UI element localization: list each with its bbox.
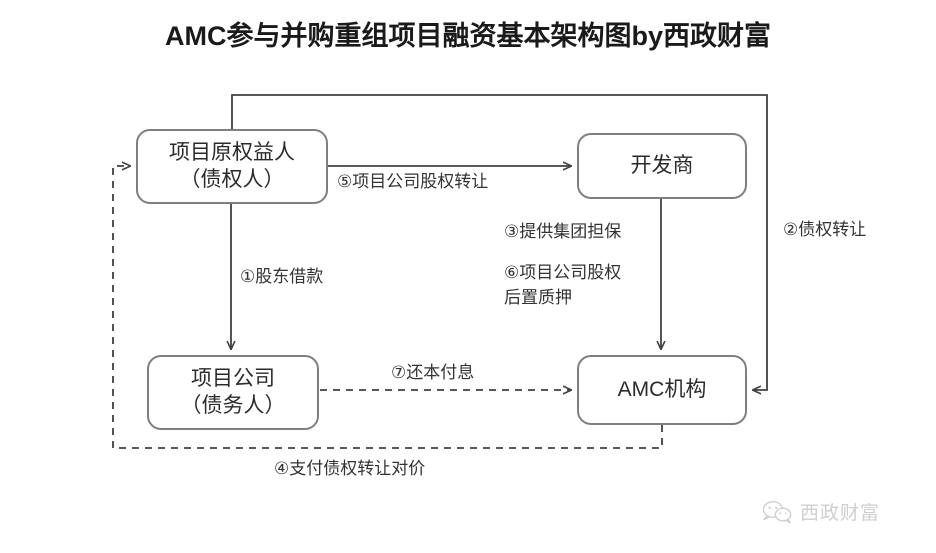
node-amc-line1: AMC机构	[617, 377, 707, 401]
edge-label-repay: ⑦还本付息	[391, 363, 475, 382]
edge-label-equity-transfer: ⑤项目公司股权转让	[337, 172, 489, 191]
edge-pay-consideration	[112, 166, 663, 449]
node-original-owner[interactable]: 项目原权益人 （债权人）	[136, 129, 328, 204]
edge-claim-transfer	[231, 94, 768, 390]
edge-label-group-guarantee: ③提供集团担保	[504, 222, 622, 241]
page-title: AMC参与并购重组项目融资基本架构图by西政财富	[165, 21, 771, 51]
node-project-company-line1: 项目公司	[191, 366, 275, 390]
watermark: 西政财富	[762, 498, 880, 525]
node-developer-line1: 开发商	[630, 153, 694, 177]
node-developer[interactable]: 开发商	[577, 133, 747, 199]
edge-label-equity-pledge: ⑥项目公司股权 后置质押	[504, 261, 664, 310]
edge-label-claim-transfer: ②债权转让	[783, 220, 867, 239]
node-project-company[interactable]: 项目公司 （债务人）	[147, 355, 319, 430]
node-original-owner-line2: （债权人）	[179, 167, 285, 191]
edge-label-shareholder-loan: ①股东借款	[240, 267, 324, 286]
edge-label-pay-consideration: ④支付债权转让对价	[274, 459, 426, 478]
watermark-text: 西政财富	[800, 503, 881, 524]
node-project-company-line2: （债务人）	[180, 393, 286, 417]
edge-label-equity-pledge-line1: ⑥项目公司股权	[504, 263, 622, 282]
node-amc[interactable]: AMC机构	[577, 355, 747, 425]
edge-label-equity-pledge-line2: 后置质押	[504, 287, 572, 307]
wechat-icon	[762, 500, 792, 523]
node-original-owner-line1: 项目原权益人	[169, 140, 295, 164]
